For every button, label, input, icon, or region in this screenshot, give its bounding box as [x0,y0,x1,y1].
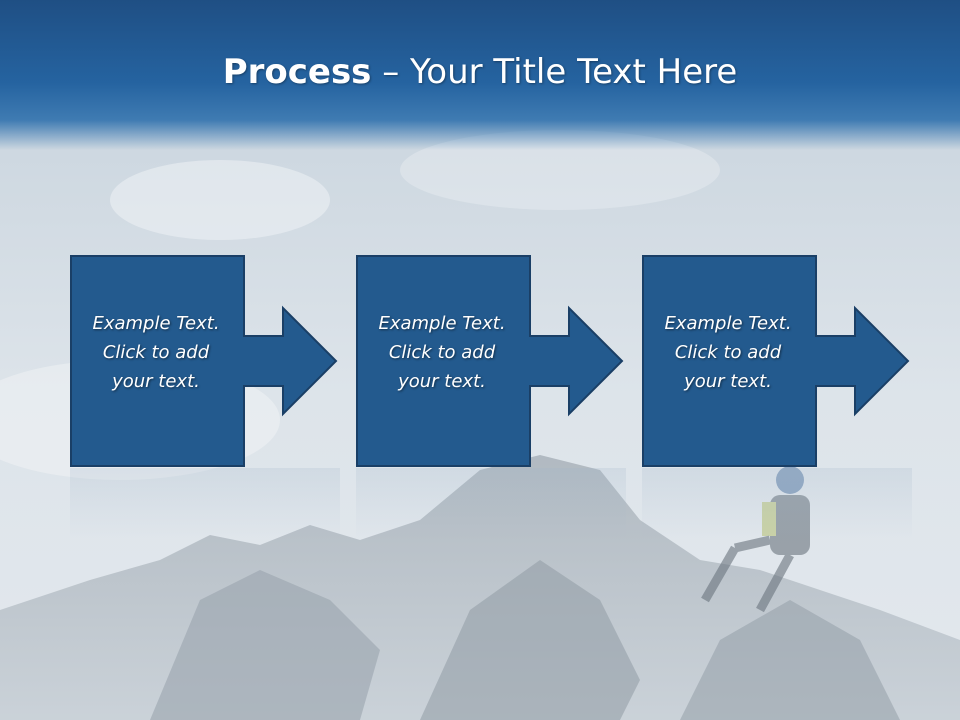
arrow-box-shape-2 [356,255,624,467]
step-reflection [356,468,626,538]
slide-title-rest: – Your Title Text Here [371,52,738,92]
step-reflection [642,468,912,538]
step-text-line: your text. [684,371,772,392]
slide-title-bold: Process [222,52,372,92]
process-step-1[interactable]: Example Text. Click to add your text. [70,255,340,471]
process-step-2[interactable]: Example Text. Click to add your text. [356,255,626,471]
step-text-2[interactable]: Example Text. Click to add your text. [356,309,528,396]
step-text-3[interactable]: Example Text. Click to add your text. [642,309,814,396]
title-band [0,0,960,150]
step-text-line: Click to add [674,342,782,363]
step-text-line: Example Text. [378,313,506,334]
step-text-line: Example Text. [664,313,792,334]
step-text-line: Click to add [102,342,210,363]
process-step-3[interactable]: Example Text. Click to add your text. [642,255,912,471]
step-text-line: Example Text. [92,313,220,334]
step-reflection [70,468,340,538]
arrow-box-shape-3 [642,255,910,467]
step-text-1[interactable]: Example Text. Click to add your text. [70,309,242,396]
slide-title[interactable]: Process – Your Title Text Here [0,52,960,92]
step-text-line: your text. [398,371,486,392]
step-text-line: your text. [112,371,200,392]
step-text-line: Click to add [388,342,496,363]
arrow-box-shape-1 [70,255,338,467]
